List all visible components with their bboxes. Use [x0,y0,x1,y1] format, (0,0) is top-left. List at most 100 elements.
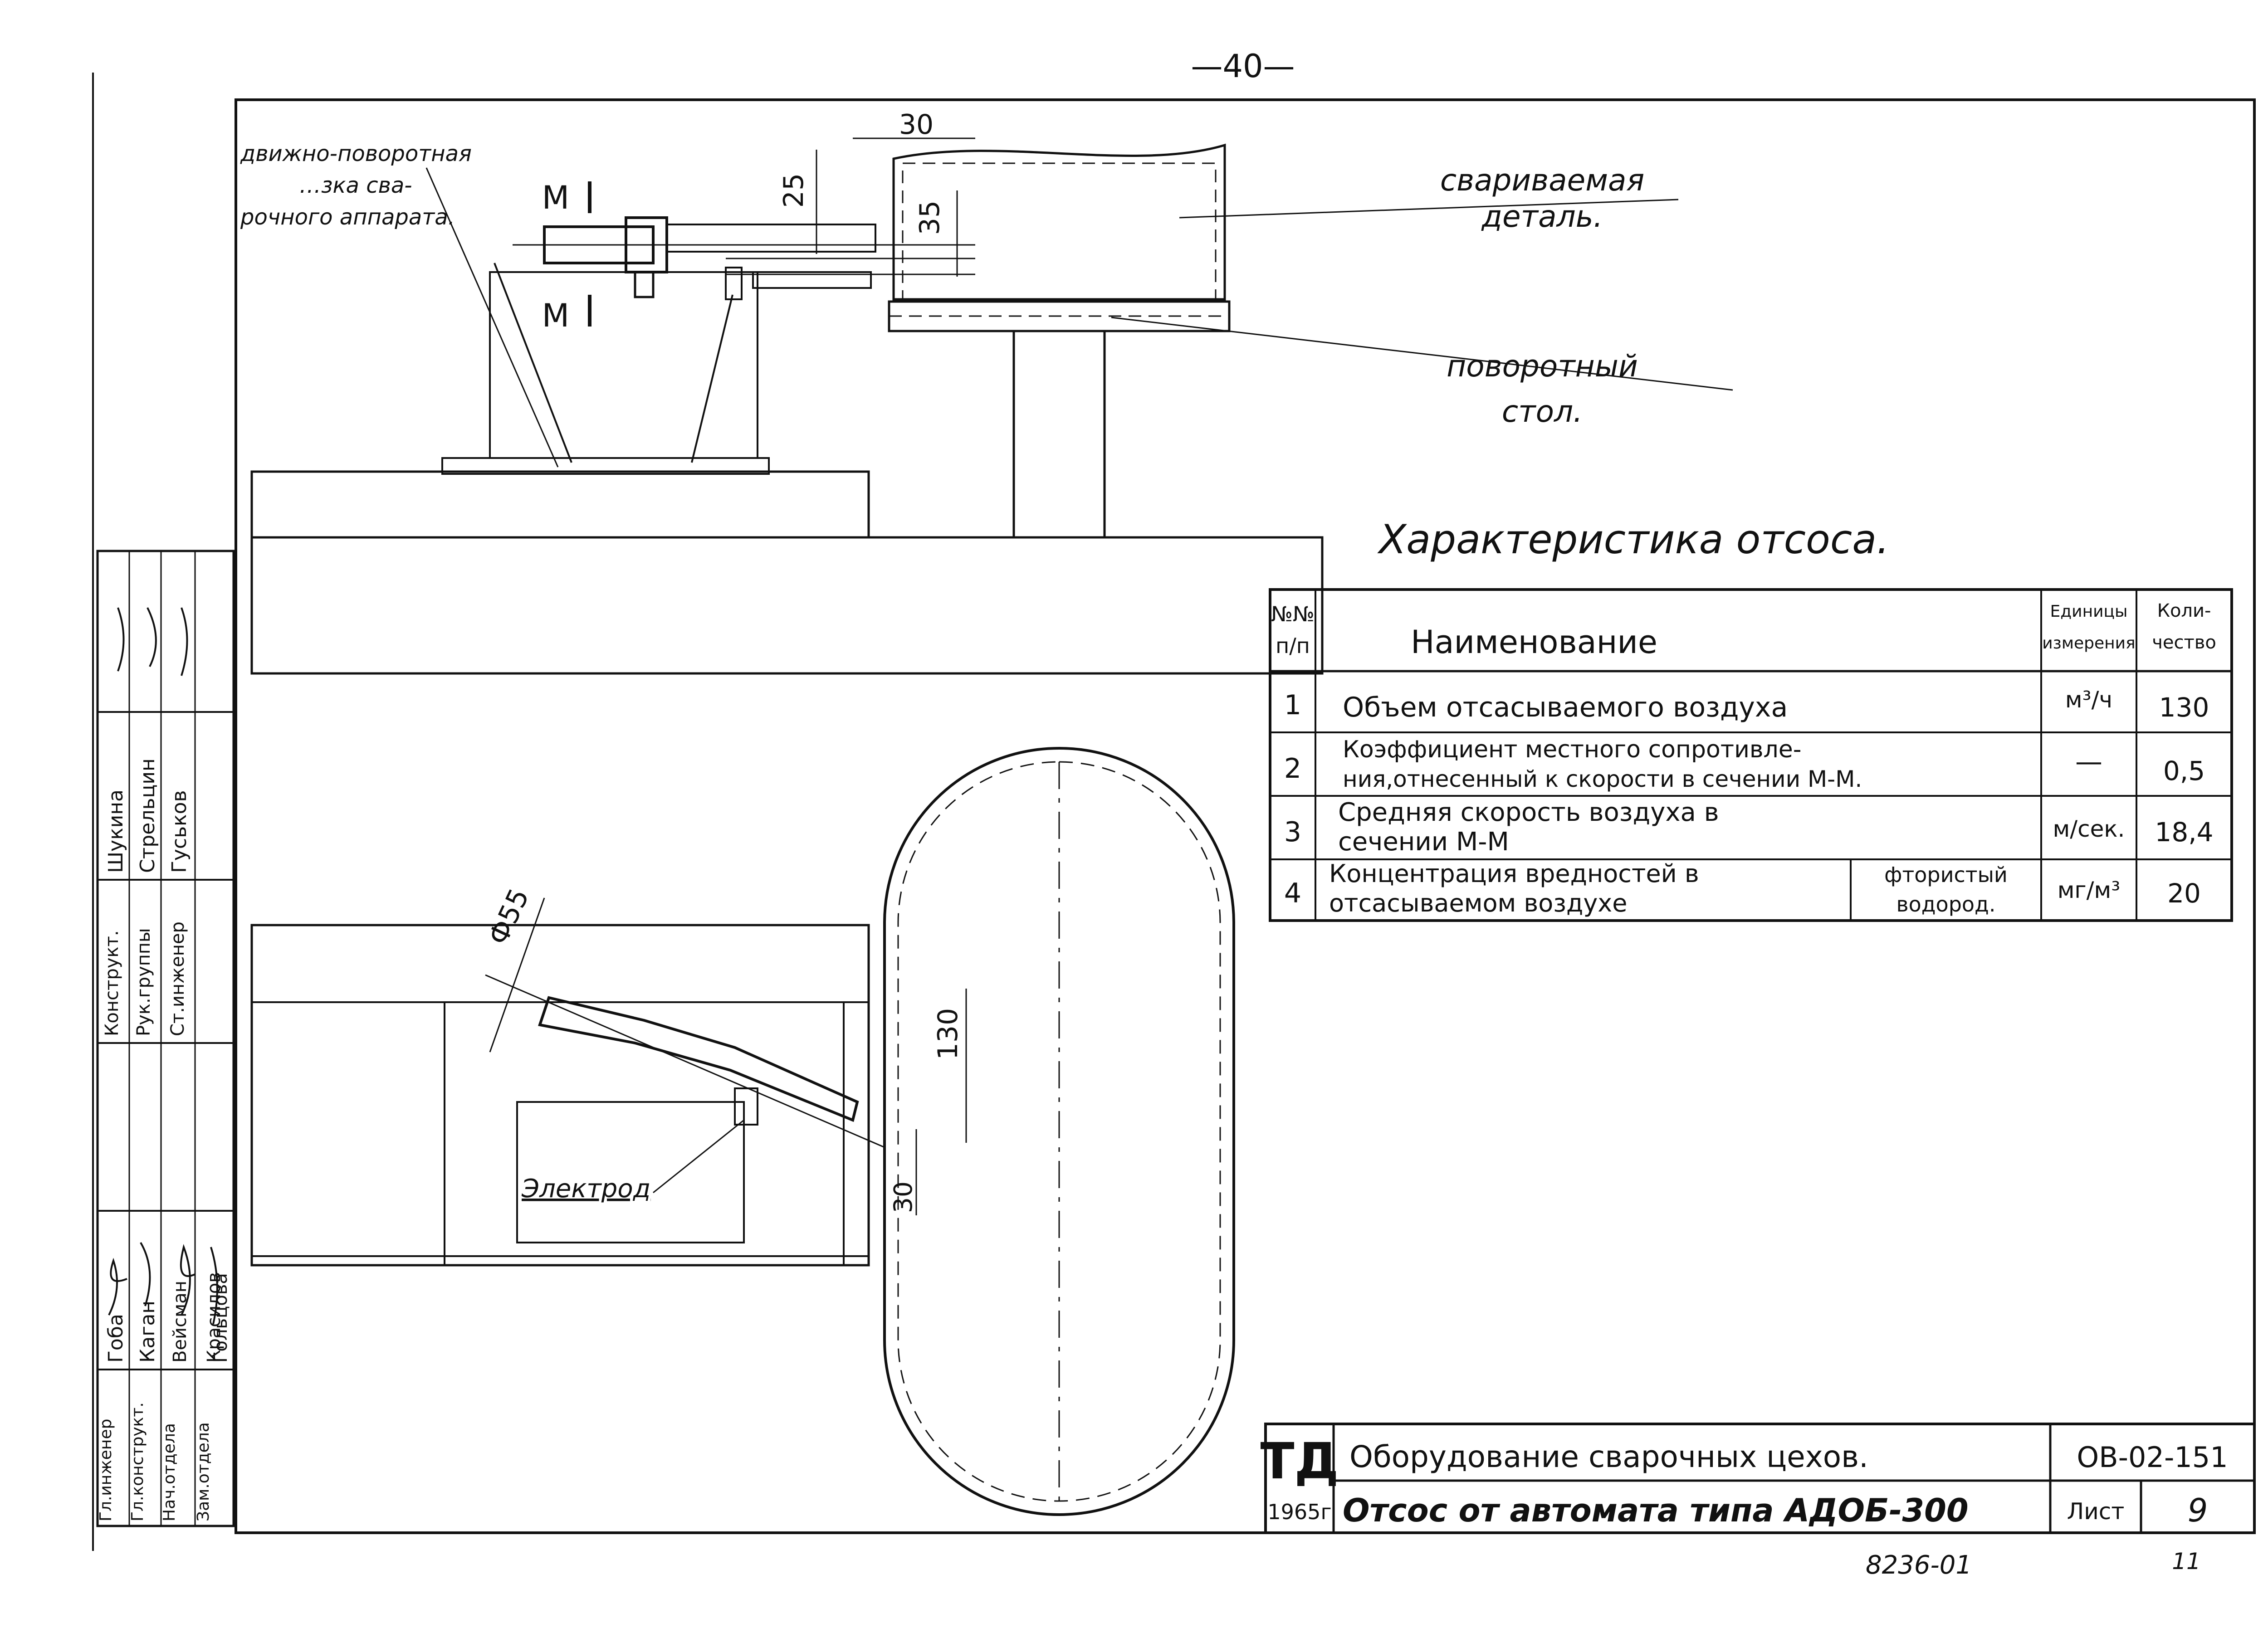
sig-role-4: Зам.отдела [194,1422,213,1521]
characteristics-title: Характеристика отсоса. [1377,516,1889,563]
sig-role-6: Рук.группы [133,928,154,1036]
sig-role-2: Гл.конструкт. [128,1402,147,1521]
top-view: М М 30 25 35 движно-поворотная …зка сва-… [240,109,1733,675]
row-2-name-1: Коэффициент местного сопротивле- [1343,736,1802,763]
row-4-sub-2: водород. [1897,892,1996,916]
plan-torch [538,996,859,1122]
label-nozzle-2: …зка сва- [299,173,412,198]
section-mark-top: М [542,179,569,216]
stamp-title-top: Оборудование сварочных цехов. [1349,1439,1868,1474]
plan-base-outer [250,924,870,1267]
label-table-2: стол. [1502,394,1583,429]
header-unit-1: Единицы [2050,602,2128,621]
row-2-unit: — [2075,746,2102,778]
stamp-title-bottom: Отсос от автомата типа АДОБ-300 [1343,1492,1969,1529]
sig-name-2: Каган [136,1301,159,1363]
row-3-num: 3 [1284,816,1301,848]
label-part-1: свариваемая [1440,163,1644,198]
support-line-1 [494,263,572,463]
characteristics-table: №№ п/п Наименование Единицы измерения Ко… [1269,588,2233,922]
plan-column [444,1001,845,1266]
row-2-num: 2 [1284,753,1301,785]
dim-phi55: Ф55 [482,884,536,950]
plan-inner-box [516,1101,745,1243]
bottom-note-right: 11 [2172,1548,2201,1574]
leader-electrode [653,1119,744,1194]
sig-name-5: Шукина [104,790,127,873]
sig-name-1: Гоба [104,1314,127,1363]
plan-view: Ф55 130 30 Электрод [250,747,1235,1516]
dim-25: 25 [778,173,810,208]
row-4-name-2: отсасываемом воздухе [1329,889,1627,917]
row-3-name-1: Средняя скорость воздуха в [1338,798,1719,827]
label-electrode: Электрод [521,1174,650,1204]
header-unit-2: измерения [2042,634,2135,653]
dim-phi55-line [489,897,545,1053]
stamp-sheet-number: 9 [2188,1492,2208,1529]
turn-table-column [1012,330,1106,539]
header-qty-2: чество [2152,632,2216,653]
stamp-code: ОВ-02-151 [2077,1441,2228,1474]
sig-role-1: Гл.инженер [97,1419,115,1521]
row-4-sub-1: фтористый [1884,863,2008,887]
label-nozzle-1: движно-поворотная [240,141,472,166]
label-nozzle-3: рочного аппарата. [240,205,455,230]
sig-name-3: Вейсман [170,1281,191,1363]
row-4-unit: мг/м³ [2058,877,2121,903]
header-num-2: п/п [1276,634,1310,658]
row-1-num: 1 [1284,689,1301,721]
column-stand [489,271,758,459]
support-line-2 [691,294,733,463]
bottom-note: 8236-01 [1866,1550,1972,1580]
electrode-holder [725,267,743,300]
suction-pipe-lower [752,271,872,289]
base-plate [250,470,870,539]
dim-30-plan: 30 [889,1181,918,1213]
plan-base-inner [251,1001,870,1257]
row-2-name-2: ния,отнесенный к скорости в сечении М-М. [1343,766,1862,792]
sig-name-7: Гуськов [168,790,191,873]
stamp-year: 1965г [1267,1500,1331,1524]
sig-name-6: Стрельцин [136,758,159,873]
stamp-sheet-label: Лист [2067,1498,2125,1525]
sheet-frame [235,98,2256,1534]
row-3-unit: м/сек. [2053,816,2125,842]
label-table-1: поворотный [1447,349,1638,384]
sig-role-3: Нач.отдела [160,1423,179,1521]
signature-block: Гл.инженер Гл.конструкт. Нач.отдела Зам.… [96,550,235,1527]
welded-part-inner [902,162,1217,300]
row-2-qty: 0,5 [2163,756,2205,786]
header-qty-1: Коли- [2157,600,2211,621]
row-4-qty: 20 [2167,878,2201,909]
row-3-qty: 18,4 [2155,817,2213,848]
header-num-1: №№ [1271,602,1315,626]
suction-pipe [666,224,876,253]
welded-part [892,143,1226,301]
row-4-name-1: Концентрация вредностей в [1329,859,1699,888]
section-mark-bottom: М [542,297,569,334]
plan-electrode-holder [734,1087,758,1126]
sig-border [96,550,235,1527]
table-border [1269,588,2233,922]
row-1-qty: 130 [2159,692,2209,723]
floor-slab [250,536,1324,675]
row-1-name: Объем отсасываемого воздуха [1343,692,1788,723]
leader-nozzle [425,167,559,468]
plan-axis [485,974,885,1148]
title-stamp: ТД 1965г Оборудование сварочных цехов. О… [1260,1423,2256,1534]
sig-role-5: Конструкт. [102,930,122,1036]
row-1-unit: м³/ч [2065,687,2112,713]
sig-role-7: Ст.инженер [167,921,188,1036]
row-4-num: 4 [1284,877,1301,909]
page-number: —40— [1191,48,1295,85]
torch-clamp [634,271,655,298]
dim-130: 130 [932,1008,964,1060]
stamp-logo: ТД [1260,1432,1339,1490]
leader-part [1179,199,1679,219]
row-3-name-2: сечении М-М [1338,827,1509,857]
dim-35: 35 [914,200,946,235]
leader-table [1111,317,1733,391]
oval-table-outer [883,747,1235,1516]
stamp-border [1264,1423,2256,1534]
